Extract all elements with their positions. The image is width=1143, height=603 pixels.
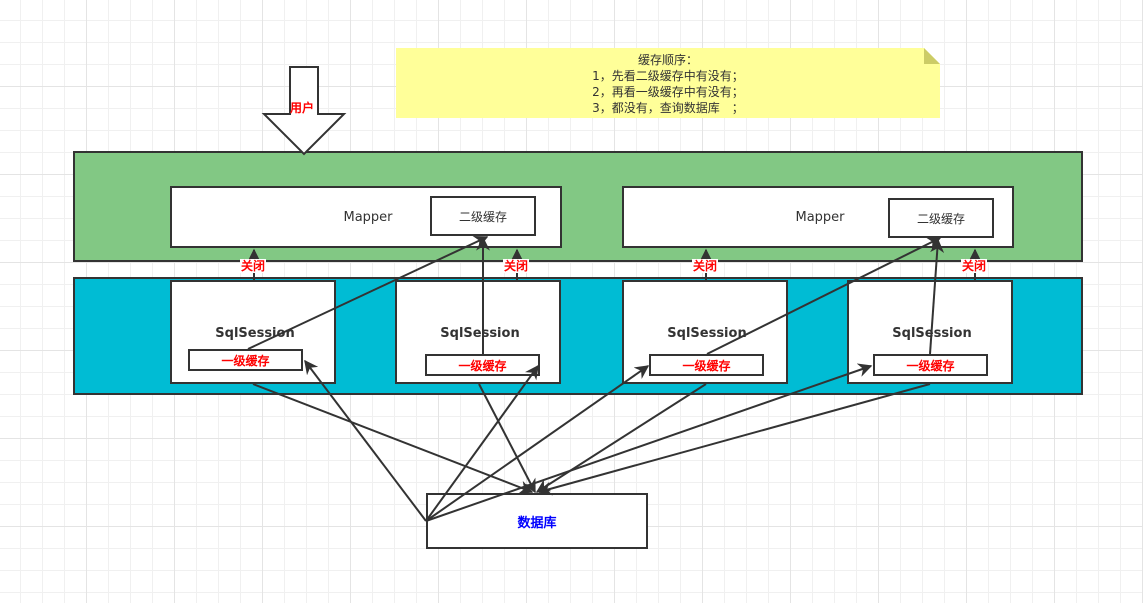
- close-label-3: 关闭: [692, 259, 719, 273]
- note-line-2: 2，再看一级缓存中有没有；: [592, 85, 744, 99]
- database-label: 数据库: [517, 515, 557, 531]
- l1-to-l2-arrow-4: [929, 238, 945, 355]
- db-to-l1-arrow-4: [425, 363, 873, 522]
- l1-to-l2-arrow-1: [247, 236, 489, 350]
- cache-order-note: 缓存顺序： 1，先看二级缓存中有没有； 2，再看一级缓存中有没有； 3，都没有，…: [396, 48, 940, 118]
- sqlsession-label: SqlSession: [440, 326, 520, 341]
- session-to-db-arrow-2: [478, 383, 536, 494]
- session-to-db-arrow-1: [252, 383, 534, 494]
- session-to-db-arrow-3: [535, 383, 707, 493]
- sqlsession-label: SqlSession: [667, 326, 747, 341]
- close-label-2: 关闭: [503, 259, 530, 273]
- session-to-db-arrow-4: [537, 383, 931, 496]
- note-line-3: 3，都没有，查询数据库 ；: [592, 101, 744, 115]
- second-level-cache-1[interactable]: 二级缓存: [430, 196, 536, 236]
- user-down-arrow-icon: [261, 66, 347, 156]
- db-to-l1-arrow-3: [425, 365, 650, 522]
- database-box[interactable]: 数据库: [426, 493, 648, 549]
- db-to-l1-arrow-2: [425, 364, 539, 522]
- first-level-cache-3[interactable]: 一级缓存: [649, 354, 764, 376]
- mapper-label: Mapper: [795, 210, 845, 225]
- first-level-cache-4[interactable]: 一级缓存: [873, 354, 988, 376]
- mapper-label: Mapper: [343, 210, 393, 225]
- note-line-1: 1，先看二级缓存中有没有；: [592, 69, 744, 83]
- l1-to-l2-arrow-3: [706, 237, 942, 355]
- close-label-1: 关闭: [240, 259, 267, 273]
- second-level-cache-2[interactable]: 二级缓存: [888, 198, 994, 238]
- close-label-4: 关闭: [961, 259, 988, 273]
- first-level-cache-2[interactable]: 一级缓存: [425, 354, 540, 376]
- note-title: 缓存顺序：: [637, 53, 698, 67]
- first-level-cache-1[interactable]: 一级缓存: [188, 349, 303, 371]
- mapper-box-1[interactable]: Mapper: [170, 186, 562, 248]
- db-to-l1-arrow-1: [304, 359, 427, 522]
- user-label: 用户: [290, 101, 315, 115]
